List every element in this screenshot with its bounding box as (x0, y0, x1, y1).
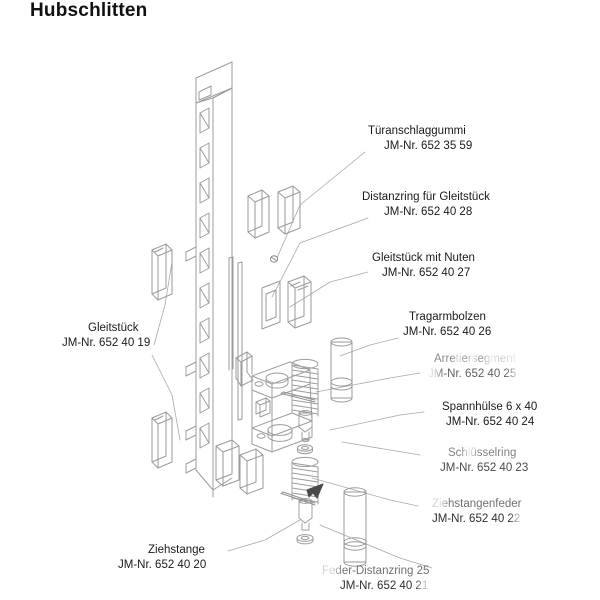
rail-tabs (185, 246, 197, 474)
callout-feder-distanzring[interactable]: Feder-Distanzring 25 JM-Nr. 652 40 21 (322, 564, 429, 594)
part-fastener-dot (269, 255, 279, 263)
part-gleitstueck-block-lower (151, 411, 173, 469)
callout-part-name: Ziehstangenfeder (432, 498, 522, 510)
leader-gleitstueck-nuten (289, 271, 369, 308)
callout-ziehstangenfeder[interactable]: Ziehstangenfeder JM-Nr. 652 40 22 (432, 497, 522, 527)
leader-gleitstueck-upper (153, 261, 173, 346)
leader-gleitstueck (151, 354, 181, 441)
leader-tragarmbolzen (339, 337, 399, 357)
part-ziehstange-bolt-lower (343, 487, 367, 567)
leader-ziehstangenfeder (311, 477, 419, 507)
part-keil-wedge (306, 483, 324, 499)
callout-tragarmbolzen[interactable]: Tragarmbolzen JM-Nr. 652 40 26 (403, 310, 491, 340)
part-distanzring-ring (261, 280, 281, 330)
callout-part-name: Ziehstange (148, 544, 205, 556)
part-ziehstange-rod (237, 261, 243, 421)
page-title: Hubschlitten (30, 0, 148, 21)
callout-part-name: Arretiersegment (434, 353, 516, 365)
callout-part-number: JM-Nr. 652 40 20 (118, 559, 207, 571)
callout-part-name: Gleitstück mit Nuten (372, 252, 475, 264)
part-rail-shoe-right (239, 448, 264, 495)
callout-part-number: JM-Nr. 652 40 21 (340, 580, 429, 592)
part-gleitstueck-block-upper (151, 243, 173, 301)
vertical-rail (185, 61, 233, 498)
callout-ziehstange[interactable]: Ziehstange JM-Nr. 652 40 20 (118, 543, 206, 573)
part-tueranschlaggummi-upper-2 (277, 185, 301, 235)
callout-tueranschlaggummi[interactable]: Türanschlaggummi JM-Nr. 652 35 59 (368, 124, 472, 154)
callout-gleitstueck-mit-nuten[interactable]: Gleitstück mit Nuten JM-Nr. 652 40 27 (372, 251, 475, 281)
callout-part-number: JM-Nr. 652 40 27 (382, 267, 471, 279)
part-spannhuelse-pins (280, 391, 316, 506)
part-arretiersegment-blade (235, 351, 254, 387)
callout-part-name: Distanzring für Gleitstück (362, 191, 490, 203)
callout-part-name: Spannhülse 6 x 40 (442, 401, 538, 413)
part-ziehstange-rod-2 (228, 256, 234, 371)
callout-part-name: Schlüsselring (448, 447, 517, 459)
leader-feder-distanzring (319, 524, 433, 569)
callout-schluesselring[interactable]: Schlüsselring JM-Nr. 652 40 23 (440, 446, 528, 476)
part-coil-spring-upper (291, 358, 319, 443)
callout-part-number: JM-Nr. 652 40 22 (432, 513, 521, 525)
callout-part-number: JM-Nr. 652 40 26 (403, 326, 492, 338)
part-gleitstueck-mit-nuten (287, 275, 312, 329)
part-rail-shoe-left (215, 439, 240, 487)
callout-part-name: Tragarmbolzen (409, 311, 486, 323)
part-schluesselring-washer (297, 444, 313, 455)
callout-part-number: JM-Nr. 652 40 24 (446, 416, 535, 428)
part-feder-distanzring-washer (296, 534, 314, 545)
callout-part-number: JM-Nr. 652 40 25 (428, 368, 517, 380)
callout-part-number: JM-Nr. 652 40 28 (384, 206, 473, 218)
callout-part-name: Türanschlaggummi (368, 125, 466, 137)
callout-arretiersegment[interactable]: Arretiersegment JM-Nr. 652 40 25 (428, 352, 516, 382)
part-tragarmbolzen-upper (330, 337, 353, 403)
leader-distanzring (271, 217, 369, 298)
callout-part-name: Feder-Distanzring 25 (322, 565, 430, 577)
part-tueranschlaggummi-upper (247, 189, 270, 239)
rail-slots (199, 107, 210, 449)
part-carriage-body (251, 361, 313, 453)
callout-distanzring-gleitstueck[interactable]: Distanzring für Gleitstück JM-Nr. 652 40… (362, 190, 490, 220)
callout-gleitstueck[interactable]: Gleitstück JM-Nr. 652 40 19 (62, 321, 150, 351)
callout-part-number: JM-Nr. 652 40 23 (440, 462, 529, 474)
leader-spannhuelse (329, 411, 425, 431)
leader-tueranschlaggummi (276, 151, 366, 259)
callout-part-name: Gleitstück (88, 322, 139, 334)
leader-arretiersegment (315, 372, 421, 393)
callout-spannhuelse[interactable]: Spannhülse 6 x 40 JM-Nr. 652 40 24 (442, 400, 537, 430)
leader-ziehstange (227, 519, 301, 552)
leader-schluesselring (341, 441, 421, 456)
callout-part-number: JM-Nr. 652 40 19 (62, 337, 151, 349)
callout-part-number: JM-Nr. 652 35 59 (384, 140, 473, 152)
